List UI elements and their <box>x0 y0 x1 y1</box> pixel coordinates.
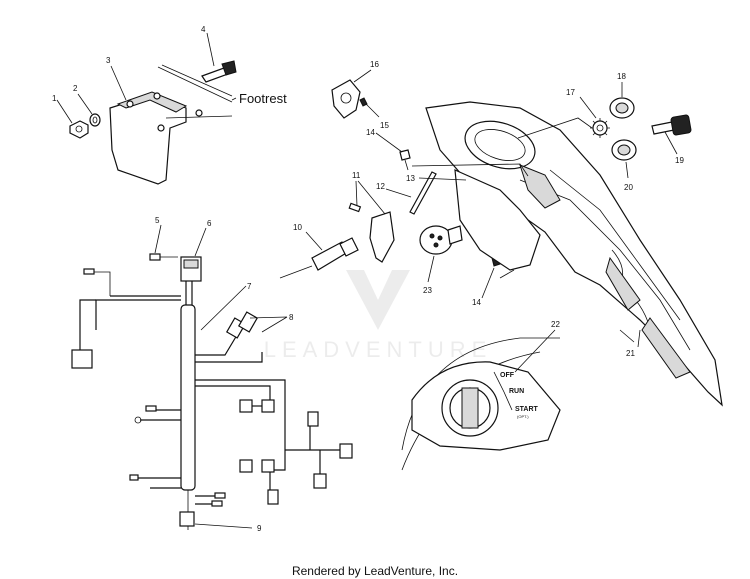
callout-19: 19 <box>675 156 684 165</box>
callout-3: 3 <box>106 56 111 65</box>
label-footrest: Footrest <box>239 91 287 106</box>
callout-9: 9 <box>257 524 262 533</box>
callout-6: 6 <box>207 219 212 228</box>
watermark: LEADVENTURE <box>264 270 493 362</box>
nut-18 <box>609 97 635 119</box>
switch-label-off: OFF <box>500 372 515 379</box>
footrest-assembly <box>69 60 237 185</box>
nut-1 <box>69 120 89 139</box>
callout-13: 13 <box>406 174 415 183</box>
clip-16 <box>331 79 361 119</box>
callout-5: 5 <box>155 216 160 225</box>
harness-trunk <box>180 304 196 491</box>
switch-label-start-sub: (OPT.) <box>517 414 529 419</box>
callout-8: 8 <box>289 313 294 322</box>
hood-21 <box>425 101 723 407</box>
callout-18: 18 <box>617 72 626 81</box>
footer-credit: Rendered by LeadVenture, Inc. <box>292 564 458 578</box>
callout-22: 22 <box>551 320 560 329</box>
callout-4: 4 <box>201 25 206 34</box>
switch-bracket-assembly <box>279 79 501 279</box>
bezel-20 <box>611 139 637 161</box>
callout-14b: 14 <box>472 298 481 307</box>
callout-20: 20 <box>624 183 633 192</box>
callout-23: 23 <box>423 286 432 295</box>
switch-label-start: START <box>515 406 539 413</box>
switch-label-run: RUN <box>509 388 524 395</box>
callout-1: 1 <box>52 94 57 103</box>
connector-left <box>71 349 93 369</box>
callout-16: 16 <box>370 60 379 69</box>
key-parts <box>590 97 692 161</box>
watermark-text: LEADVENTURE <box>264 337 493 362</box>
bracket-11 <box>369 211 395 263</box>
callout-14a: 14 <box>366 128 375 137</box>
dash-panel-inset: OFF RUN START (OPT.) <box>401 337 561 471</box>
callout-21: 21 <box>626 349 635 358</box>
watermark-logo-icon <box>346 270 410 330</box>
ignition-switch-23 <box>419 225 463 255</box>
key-19-icon <box>651 114 692 136</box>
callout-11: 11 <box>352 171 361 180</box>
callout-7: 7 <box>247 282 252 291</box>
callout-2: 2 <box>73 84 78 93</box>
wire-harness <box>71 253 353 530</box>
callout-15: 15 <box>380 121 389 130</box>
bolt-4 <box>201 60 237 83</box>
callout-12: 12 <box>376 182 385 191</box>
leader-lines <box>56 32 678 529</box>
sensor-10 <box>279 237 359 279</box>
callout-10: 10 <box>293 223 302 232</box>
washer-2 <box>89 113 101 127</box>
callouts: 1 2 3 4 5 6 7 8 9 10 11 12 13 14 14 15 1… <box>52 25 684 533</box>
callout-17: 17 <box>566 88 575 97</box>
lock-washer-17 <box>590 118 610 138</box>
fuse-5 <box>149 253 161 261</box>
connector-8b <box>237 311 259 333</box>
